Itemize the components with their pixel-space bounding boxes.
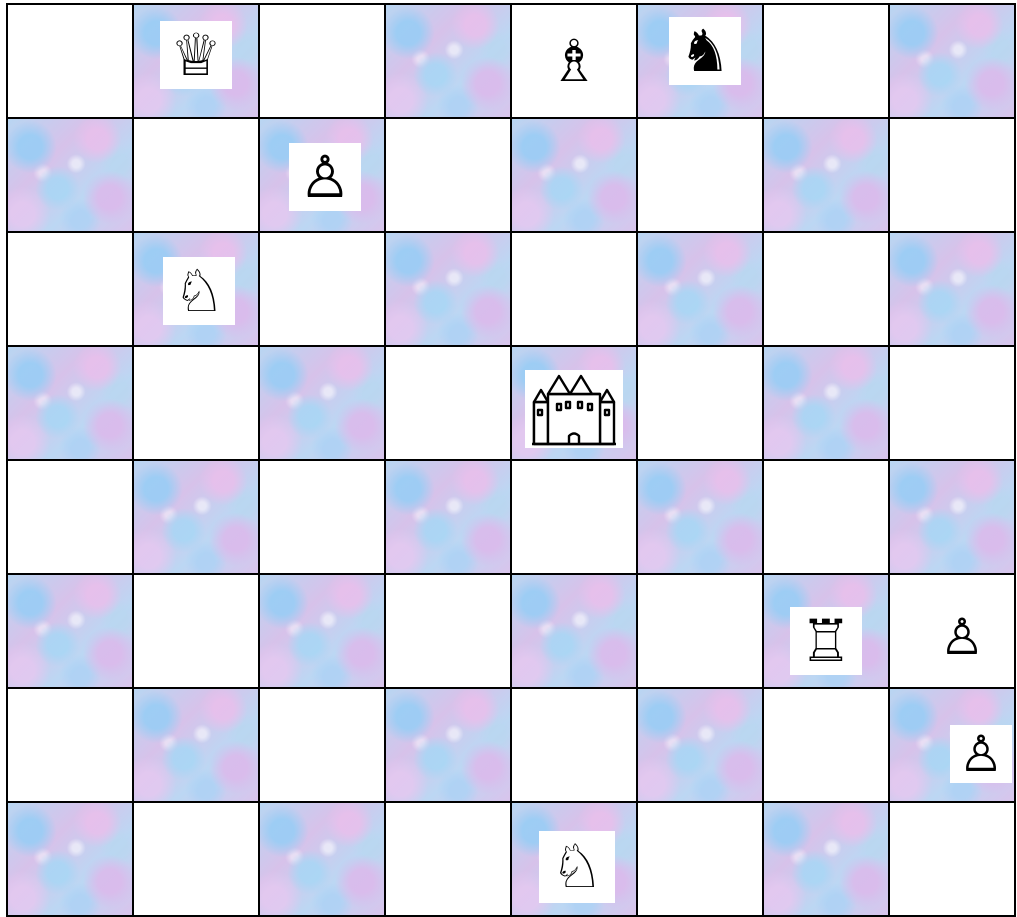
white-pawn-icon[interactable]: ♙ <box>289 143 361 211</box>
square-h3[interactable]: ♙ <box>888 573 1014 687</box>
square-h2[interactable]: ♙ <box>888 687 1014 801</box>
square-f6[interactable] <box>636 231 762 345</box>
square-g7[interactable] <box>762 117 888 231</box>
square-d4[interactable] <box>384 459 510 573</box>
square-h1[interactable] <box>888 801 1014 915</box>
square-g5[interactable] <box>762 345 888 459</box>
square-e1[interactable]: ♘ <box>510 801 636 915</box>
square-a5[interactable] <box>6 345 132 459</box>
square-d8[interactable] <box>384 3 510 117</box>
square-f8[interactable]: ♞ <box>636 3 762 117</box>
square-f4[interactable] <box>636 459 762 573</box>
square-a8[interactable] <box>6 3 132 117</box>
white-queen-icon[interactable]: ♕ <box>160 21 232 89</box>
square-h7[interactable] <box>888 117 1014 231</box>
square-b4[interactable] <box>132 459 258 573</box>
square-b2[interactable] <box>132 687 258 801</box>
square-e8[interactable]: ♗ <box>510 3 636 117</box>
square-c4[interactable] <box>258 459 384 573</box>
square-b7[interactable] <box>132 117 258 231</box>
square-c3[interactable] <box>258 573 384 687</box>
white-knight-icon[interactable]: ♘ <box>539 831 615 903</box>
square-g1[interactable] <box>762 801 888 915</box>
square-a7[interactable] <box>6 117 132 231</box>
square-c6[interactable] <box>258 231 384 345</box>
square-d7[interactable] <box>384 117 510 231</box>
white-pawn-icon[interactable]: ♙ <box>950 725 1012 783</box>
square-g8[interactable] <box>762 3 888 117</box>
square-c8[interactable] <box>258 3 384 117</box>
chess-board: ♕ ♗ ♞ ♙ ♘ ♖ ♙ ♙ ♘ <box>6 3 1016 917</box>
square-f7[interactable] <box>636 117 762 231</box>
square-f5[interactable] <box>636 345 762 459</box>
white-pawn-icon[interactable]: ♙ <box>931 608 993 666</box>
square-d2[interactable] <box>384 687 510 801</box>
square-h4[interactable] <box>888 459 1014 573</box>
square-a1[interactable] <box>6 801 132 915</box>
square-e5[interactable] <box>510 345 636 459</box>
square-g3[interactable]: ♖ <box>762 573 888 687</box>
white-bishop-icon[interactable]: ♗ <box>538 27 610 95</box>
square-a3[interactable] <box>6 573 132 687</box>
square-e6[interactable] <box>510 231 636 345</box>
square-c1[interactable] <box>258 801 384 915</box>
square-a6[interactable] <box>6 231 132 345</box>
square-g6[interactable] <box>762 231 888 345</box>
square-d5[interactable] <box>384 345 510 459</box>
square-d3[interactable] <box>384 573 510 687</box>
square-b5[interactable] <box>132 345 258 459</box>
square-b1[interactable] <box>132 801 258 915</box>
square-g4[interactable] <box>762 459 888 573</box>
square-b8[interactable]: ♕ <box>132 3 258 117</box>
square-f3[interactable] <box>636 573 762 687</box>
square-c7[interactable]: ♙ <box>258 117 384 231</box>
square-d1[interactable] <box>384 801 510 915</box>
square-g2[interactable] <box>762 687 888 801</box>
square-h5[interactable] <box>888 345 1014 459</box>
white-knight-icon[interactable]: ♘ <box>163 257 235 325</box>
square-e7[interactable] <box>510 117 636 231</box>
square-c2[interactable] <box>258 687 384 801</box>
castle-icon[interactable] <box>525 370 623 448</box>
square-a2[interactable] <box>6 687 132 801</box>
white-rook-icon[interactable]: ♖ <box>790 607 862 675</box>
square-c5[interactable] <box>258 345 384 459</box>
square-e3[interactable] <box>510 573 636 687</box>
square-h6[interactable] <box>888 231 1014 345</box>
square-b6[interactable]: ♘ <box>132 231 258 345</box>
square-d6[interactable] <box>384 231 510 345</box>
square-a4[interactable] <box>6 459 132 573</box>
square-f1[interactable] <box>636 801 762 915</box>
square-b3[interactable] <box>132 573 258 687</box>
square-e2[interactable] <box>510 687 636 801</box>
square-e4[interactable] <box>510 459 636 573</box>
black-knight-icon[interactable]: ♞ <box>669 17 741 85</box>
square-h8[interactable] <box>888 3 1014 117</box>
square-f2[interactable] <box>636 687 762 801</box>
